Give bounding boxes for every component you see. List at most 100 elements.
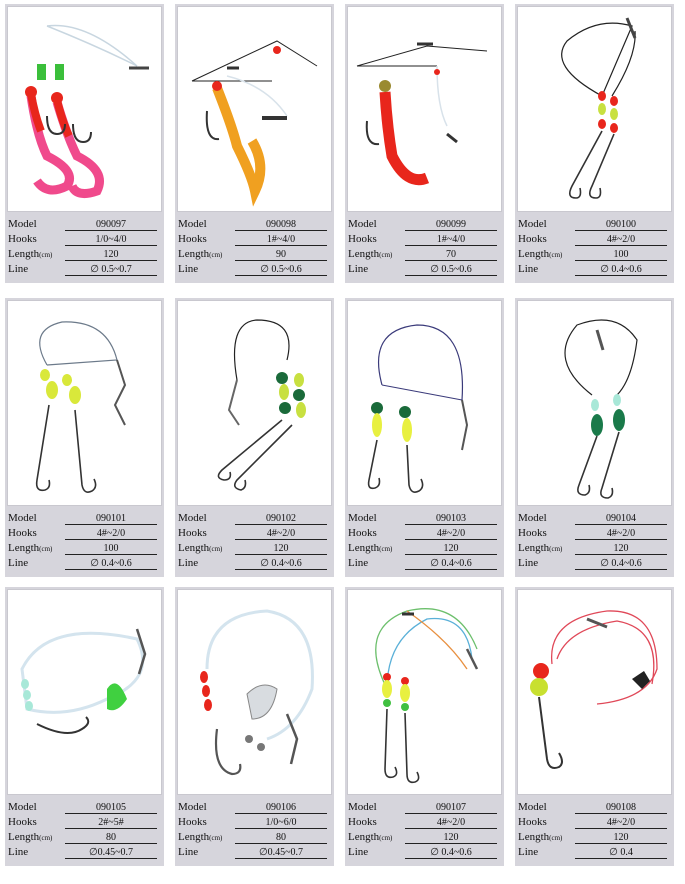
value-line: ∅ 0.4~0.6 [405,556,497,570]
value-line: ∅ 0.4 [575,845,667,859]
value-length: 70 [405,247,497,261]
label-model: Model [518,512,547,524]
product-photo-rig [7,6,162,212]
label-length: Length(cm) [518,248,563,260]
value-hooks: 1#~4/0 [235,232,327,246]
label-hooks: Hooks [8,233,37,245]
value-hooks: 4#~2/0 [405,526,497,540]
value-model: 090103 [405,511,497,525]
label-hooks: Hooks [348,527,377,539]
label-hooks: Hooks [518,233,547,245]
label-hooks: Hooks [8,816,37,828]
label-length: Length(cm) [348,831,393,843]
label-hooks: Hooks [348,233,377,245]
label-length: Length(cm) [8,831,53,843]
product-specs: Model 090104 Hooks 4#~2/0 Length(cm) 120 Li… [518,511,671,571]
value-length: 120 [575,830,667,844]
value-line: ∅ 0.4~0.6 [405,845,497,859]
product-photo-rig [517,589,672,795]
value-model: 090098 [235,217,327,231]
label-line: Line [178,263,199,275]
value-model: 090099 [405,217,497,231]
label-length: Length(cm) [518,831,563,843]
product-photo-rig [177,6,332,212]
label-hooks: Hooks [178,816,207,828]
value-hooks: 1/0~6/0 [235,815,327,829]
label-length: Length(cm) [8,248,53,260]
label-length: Length(cm) [518,542,563,554]
value-model: 090097 [65,217,157,231]
product-photo-rig [177,300,332,506]
product-photo-rig [177,589,332,795]
value-line: ∅ 0.4~0.6 [235,556,327,570]
label-length: Length(cm) [178,542,223,554]
product-photo-rig [347,589,502,795]
value-model: 090104 [575,511,667,525]
value-hooks: 4#~2/0 [65,526,157,540]
label-model: Model [178,512,207,524]
value-hooks: 4#~2/0 [575,526,667,540]
label-model: Model [518,801,547,813]
label-model: Model [518,218,547,230]
value-length: 120 [575,541,667,555]
value-line: ∅ 0.5~0.6 [235,262,327,276]
value-length: 120 [405,830,497,844]
value-hooks: 4#~2/0 [235,526,327,540]
label-line: Line [8,557,29,569]
value-model: 090106 [235,800,327,814]
value-length: 120 [405,541,497,555]
label-model: Model [348,801,377,813]
label-model: Model [348,218,377,230]
value-line: ∅0.45~0.7 [65,845,157,859]
value-line: ∅ 0.5~0.7 [65,262,157,276]
value-line: ∅ 0.4~0.6 [575,262,667,276]
label-line: Line [8,263,29,275]
label-hooks: Hooks [178,527,207,539]
label-line: Line [518,263,539,275]
value-hooks: 4#~2/0 [575,232,667,246]
value-length: 100 [575,247,667,261]
label-length: Length(cm) [348,542,393,554]
label-hooks: Hooks [348,816,377,828]
label-hooks: Hooks [518,527,547,539]
value-length: 80 [65,830,157,844]
label-hooks: Hooks [178,233,207,245]
value-length: 120 [65,247,157,261]
product-photo-rig [7,589,162,795]
label-line: Line [348,557,369,569]
value-length: 120 [235,541,327,555]
value-model: 090108 [575,800,667,814]
label-length: Length(cm) [348,248,393,260]
label-length: Length(cm) [8,542,53,554]
label-hooks: Hooks [8,527,37,539]
product-card: Model 090104 Hooks 4#~2/0 Length(cm) 120 Li… [515,298,674,577]
label-length: Length(cm) [178,831,223,843]
label-line: Line [178,557,199,569]
value-length: 100 [65,541,157,555]
value-length: 90 [235,247,327,261]
value-line: ∅ 0.4~0.6 [575,556,667,570]
value-line: ∅ 0.5~0.6 [405,262,497,276]
product-photo-rig [347,300,502,506]
label-line: Line [518,846,539,858]
label-line: Line [178,846,199,858]
label-line: Line [518,557,539,569]
value-line: ∅0.45~0.7 [235,845,327,859]
product-photo-rig [347,6,502,212]
